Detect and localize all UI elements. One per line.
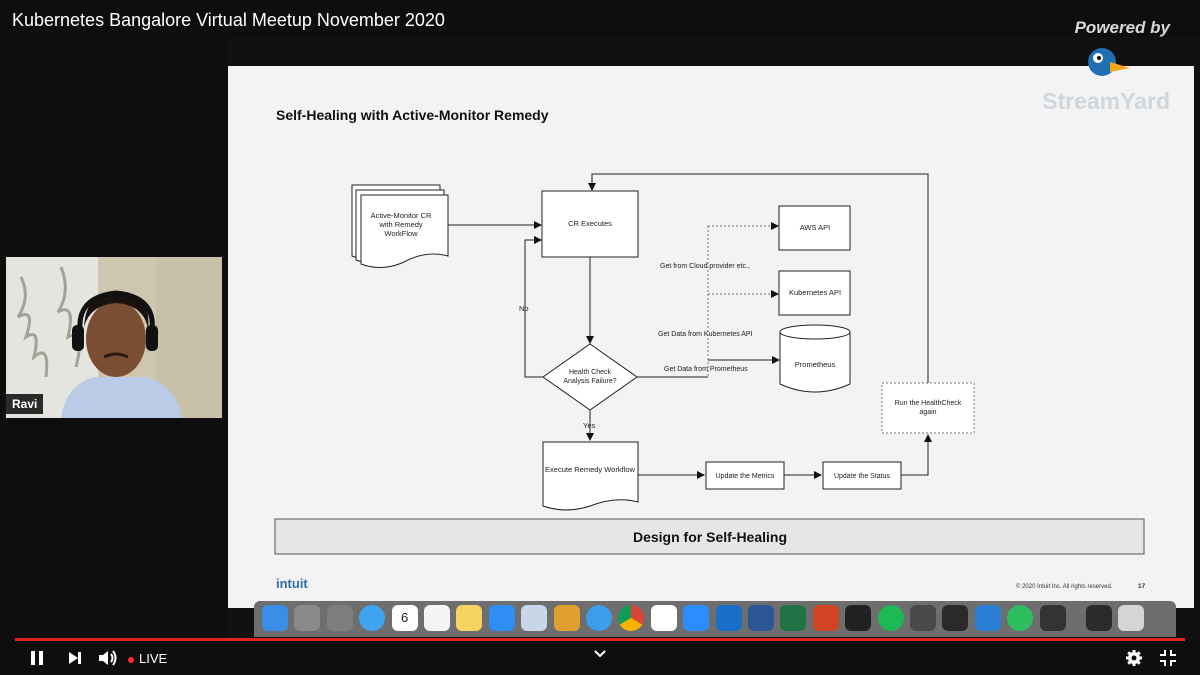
design-banner-text: Design for Self-Healing: [633, 529, 787, 545]
active-monitor-label-1: Active-Monitor CR: [371, 211, 432, 220]
sublime-text-icon[interactable]: [910, 605, 936, 631]
slide-title: Self-Healing with Active-Monitor Remedy: [276, 107, 549, 123]
intuit-logo: intuit: [276, 576, 308, 591]
live-progress-bar[interactable]: [15, 638, 1185, 641]
next-button[interactable]: [66, 649, 84, 672]
pause-button[interactable]: [28, 649, 46, 672]
cr-executes-box: [541, 190, 639, 258]
screen-icon[interactable]: [1086, 605, 1112, 631]
active-monitor-label-3: WorkFlow: [384, 229, 418, 238]
word-icon[interactable]: [748, 605, 774, 631]
trash-icon[interactable]: [1118, 605, 1145, 631]
streamyard-wordmark: StreamYard: [1042, 88, 1170, 114]
chevron-down-icon: [594, 650, 606, 658]
outlook-icon[interactable]: [715, 605, 742, 631]
skip-next-icon: [69, 652, 81, 664]
reminders-icon[interactable]: [424, 605, 450, 631]
prometheus-label: Prometheus: [795, 360, 836, 369]
speaker-video: [6, 257, 222, 418]
zoom-icon[interactable]: [683, 605, 710, 631]
messages-icon[interactable]: [359, 605, 386, 631]
update-status-label: Update the Status: [834, 473, 891, 480]
kubernetes-api-box: [778, 270, 851, 316]
speaker-camera: [6, 257, 222, 418]
active-monitor-label-2: with Remedy: [378, 220, 423, 229]
safari-icon[interactable]: [586, 605, 612, 631]
aws-api-box: [778, 205, 851, 251]
macos-dock: 6: [254, 601, 1176, 637]
kubernetes-api-label: Kubernetes API: [789, 288, 841, 297]
calendar-day: 6: [400, 610, 409, 625]
excel-icon[interactable]: [780, 605, 807, 631]
prometheus-edge-label: Get Data from Prometheus: [664, 366, 748, 373]
update-metrics-box: [705, 461, 785, 490]
streamyard-mascot-icon: [1088, 48, 1130, 76]
finder-icon[interactable]: [262, 605, 288, 631]
system-preferences-icon[interactable]: [326, 605, 353, 631]
live-dot-icon: [128, 656, 134, 663]
pause-icon: [31, 651, 43, 665]
prometheus-db: [779, 324, 851, 393]
chrome-icon[interactable]: [618, 605, 645, 631]
yes-label: Yes: [583, 421, 595, 430]
update-status-box: [822, 461, 902, 490]
volume-button[interactable]: [97, 649, 119, 672]
expand-button[interactable]: [593, 647, 607, 665]
powerpoint-icon[interactable]: [812, 605, 839, 631]
vscode-icon[interactable]: [974, 605, 1001, 631]
goland-icon[interactable]: [942, 605, 969, 631]
health-check-label-1: Health Check: [569, 369, 612, 376]
terminal-icon[interactable]: [845, 605, 872, 631]
spotify-icon[interactable]: [877, 605, 904, 631]
aws-api-label: AWS API: [800, 223, 831, 232]
activity-monitor-icon[interactable]: [1039, 605, 1066, 631]
execute-remedy-doc: [542, 441, 639, 511]
health-check-label-2: Analysis Failure?: [563, 378, 616, 385]
update-metrics-label: Update the Metrics: [716, 473, 775, 480]
launchpad-icon[interactable]: [294, 605, 321, 631]
video-title: Kubernetes Bangalore Virtual Meetup Nove…: [12, 10, 445, 30]
powered-by-text: Powered by: [1074, 18, 1170, 37]
live-indicator[interactable]: LIVE: [128, 651, 167, 666]
calendar-icon[interactable]: 6: [391, 605, 418, 631]
active-monitor-doc: [351, 184, 449, 268]
cr-executes-label: CR Executes: [568, 219, 612, 228]
run-healthcheck-box: [881, 382, 975, 434]
design-banner-box: [274, 518, 1145, 555]
speaker-name-tag: Ravi: [6, 394, 44, 414]
slide-copyright: © 2020 Intuit Inc. All rights reserved.: [1016, 583, 1113, 590]
volume-icon: [99, 650, 117, 666]
slide-page-number: 17: [1138, 583, 1146, 590]
live-label: LIVE: [139, 651, 168, 666]
run-healthcheck-label-2: again: [919, 409, 936, 416]
presentation-slide: Self-Healing with Active-Monitor Remedy …: [228, 66, 1194, 608]
photo-booth-icon[interactable]: [553, 605, 580, 631]
cloud-provider-edge-label: Get from Cloud provider etc.,: [660, 263, 750, 270]
notes-icon[interactable]: [456, 605, 483, 631]
app-store-icon[interactable]: [488, 605, 515, 631]
streamyard-badge: Powered by StreamYard: [1030, 18, 1170, 114]
no-label: No: [519, 304, 529, 313]
kubernetes-edge-label: Get Data from Kubernetes API: [658, 331, 753, 338]
evernote-icon[interactable]: [1007, 605, 1034, 631]
slack-icon[interactable]: [650, 605, 677, 631]
gear-icon: [1126, 650, 1142, 666]
preview-icon[interactable]: [521, 605, 548, 631]
run-healthcheck-label-1: Run the HealthCheck: [895, 400, 962, 407]
player-controls: LIVE: [0, 641, 1200, 675]
exit-fullscreen-button[interactable]: [1159, 649, 1177, 672]
health-check-diamond: [542, 343, 638, 411]
settings-button[interactable]: [1125, 649, 1143, 672]
exit-fullscreen-icon: [1160, 650, 1176, 666]
slide-canvas: Self-Healing with Active-Monitor Remedy …: [274, 107, 1146, 591]
execute-remedy-label: Execute Remedy Workflow: [545, 465, 635, 474]
